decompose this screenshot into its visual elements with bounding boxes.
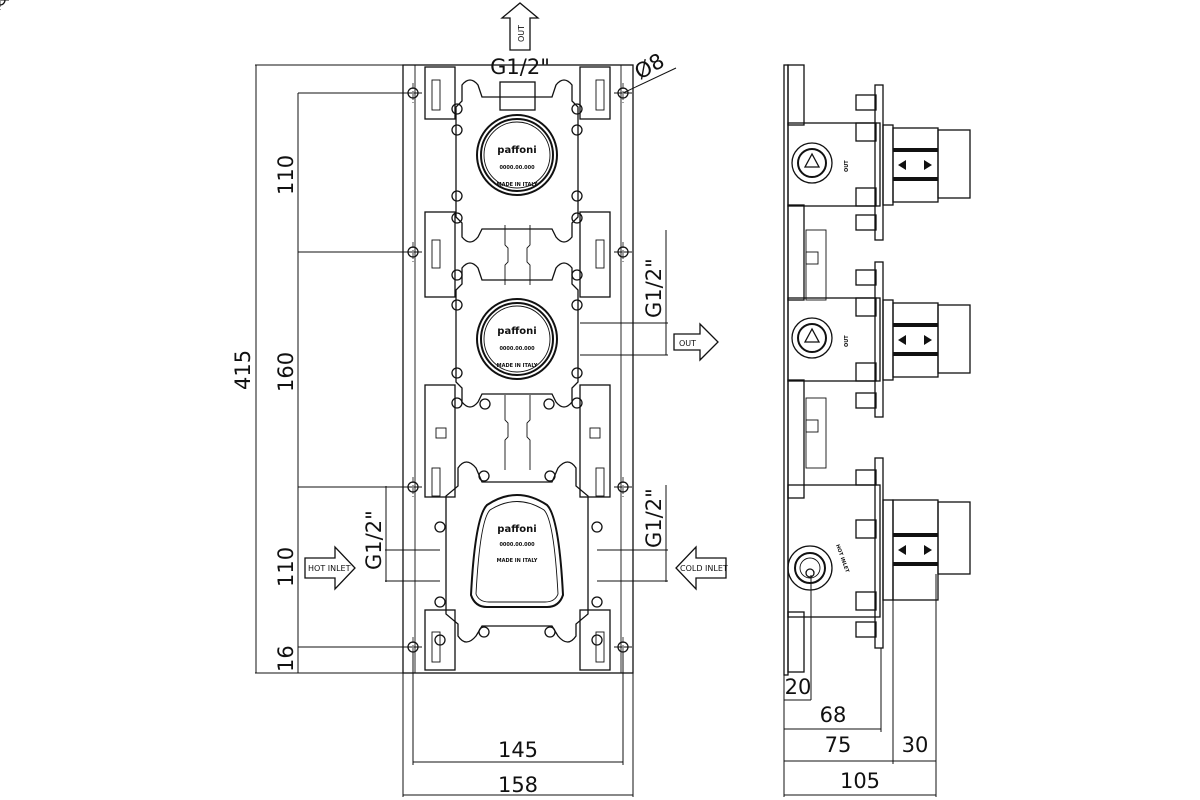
cold-inlet-thread-label: G1/2" <box>642 488 666 548</box>
top-outlet-thread-label: G1/2" <box>490 55 550 79</box>
middle-valve-body: paffoni 0000.00.000 MADE IN ITALY <box>455 262 579 408</box>
fixing-screws <box>434 103 603 646</box>
made-in-label: MADE IN ITALY <box>497 182 538 188</box>
side-lower-mixer: HOT INLET <box>787 457 971 700</box>
svg-text:OUT: OUT <box>679 339 696 348</box>
brand-label: paffoni <box>497 145 536 156</box>
spacing-top-dim: 110 <box>274 155 298 195</box>
front-view: paffoni 0000.00.000 MADE IN ITALY paffon… <box>0 0 728 797</box>
hot-inlet-arrow: HOT INLET <box>304 545 356 591</box>
svg-text:COLD INLET: COLD INLET <box>680 564 728 573</box>
vertical-dimensions: 415 110 160 110 16 <box>231 64 408 674</box>
connecting-channels <box>499 81 536 470</box>
model-code-label: 0000.00.000 <box>499 165 535 171</box>
max-depth-dim: 75 <box>825 733 852 757</box>
right-brackets <box>579 66 611 671</box>
side-middle-cartridge: OUT <box>787 261 971 418</box>
side-lower-inlet-label: HOT INLET <box>834 544 850 574</box>
svg-text:HOT INLET: HOT INLET <box>308 564 351 573</box>
side-view: OUT OUT <box>783 64 971 797</box>
spacing-bottom-dim: 110 <box>274 547 298 587</box>
top-out-arrow: OUT <box>500 2 540 51</box>
spacing-middle-dim: 160 <box>274 352 298 392</box>
lower-mixer-body: paffoni 0000.00.000 MADE IN ITALY <box>445 461 589 643</box>
inlet-offset-dim: 20 <box>785 675 812 699</box>
hole-spacing-width-dim: 145 <box>498 738 538 762</box>
made-in-label: MADE IN ITALY <box>497 363 538 369</box>
upper-valve-body: paffoni 0000.00.000 MADE IN ITALY <box>455 79 579 243</box>
overall-width-dim: 158 <box>498 773 538 797</box>
side-upper-cartridge: OUT <box>787 84 971 241</box>
min-adjust-dim: 30 <box>902 733 929 757</box>
mounting-holes <box>0 0 9 10</box>
left-brackets <box>424 66 456 671</box>
body-depth-dim: 68 <box>820 703 847 727</box>
bottom-offset-dim: 16 <box>274 645 298 672</box>
model-code-label: 0000.00.000 <box>499 346 535 352</box>
hole-diameter-label: Ø8 <box>631 49 669 85</box>
depth-dimensions: 20 68 75 30 105 <box>783 574 937 797</box>
side-upper-out-label: OUT <box>844 160 850 172</box>
side-middle-out-label: OUT <box>844 335 850 347</box>
middle-outlet-thread-label: G1/2" <box>642 258 666 318</box>
horizontal-dimensions: 145 158 <box>402 652 634 797</box>
middle-out-arrow: OUT <box>673 322 719 362</box>
cold-inlet-arrow: COLD INLET <box>675 545 728 591</box>
mounting-plate-outline <box>402 64 634 674</box>
overall-height-dim: 415 <box>231 350 255 390</box>
hot-inlet-thread-label: G1/2" <box>362 510 386 570</box>
brand-label: paffoni <box>497 326 536 337</box>
overall-depth-dim: 105 <box>840 769 880 793</box>
brand-label: paffoni <box>497 524 536 535</box>
svg-text:OUT: OUT <box>517 25 526 42</box>
made-in-label: MADE IN ITALY <box>497 558 538 564</box>
model-code-label: 0000.00.000 <box>499 542 535 548</box>
